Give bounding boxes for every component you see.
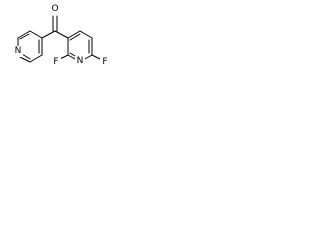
- bond-c6-f-right: [91, 54, 101, 60]
- bond-n-c6-left-double: [21, 53, 31, 60]
- left-nitrogen-label-mask: [13, 46, 23, 57]
- bond-ring-to-carbonyl-left: [41, 30, 56, 39]
- bond-n-c6-left: [19, 56, 31, 63]
- right-fluorine-label-mask: [100, 57, 110, 68]
- right-difluoropyridine-ring: [59, 30, 101, 60]
- chemical-structure-diagram: O N N F F: [13, 4, 110, 68]
- bond-c2-f-left: [59, 54, 69, 60]
- bond-c3-c4-right: [67, 30, 81, 39]
- bond-c4-c3-left: [29, 30, 43, 39]
- bond-c3-c2-left-double: [19, 33, 30, 40]
- carbonyl-group: [41, 15, 69, 39]
- bond-n-c2-right: [67, 54, 76, 60]
- left-nitrogen-atom-label: N: [15, 46, 22, 56]
- left-pyridine-ring: [17, 30, 43, 63]
- bond-c6-n-right: [84, 54, 93, 60]
- oxygen-atom-label: O: [51, 4, 58, 14]
- bond-n-c2-right-double: [69, 52, 76, 57]
- oxygen-label-mask: [50, 4, 60, 15]
- atom-labels: O N N F F: [13, 4, 110, 68]
- right-fluorine-atom-label: F: [102, 57, 107, 67]
- bond-c3-c4-right-double: [69, 33, 81, 41]
- bond-c3-c2-left: [17, 30, 31, 39]
- left-fluorine-atom-label: F: [53, 57, 58, 67]
- bond-c6-c5-left: [29, 54, 43, 63]
- bond-carbonyl-to-ring-right: [54, 30, 69, 39]
- bond-c4-c5-right: [79, 30, 93, 39]
- right-nitrogen-atom-label: N: [77, 56, 84, 66]
- right-nitrogen-label-mask: [75, 56, 85, 67]
- left-fluorine-label-mask: [51, 57, 61, 68]
